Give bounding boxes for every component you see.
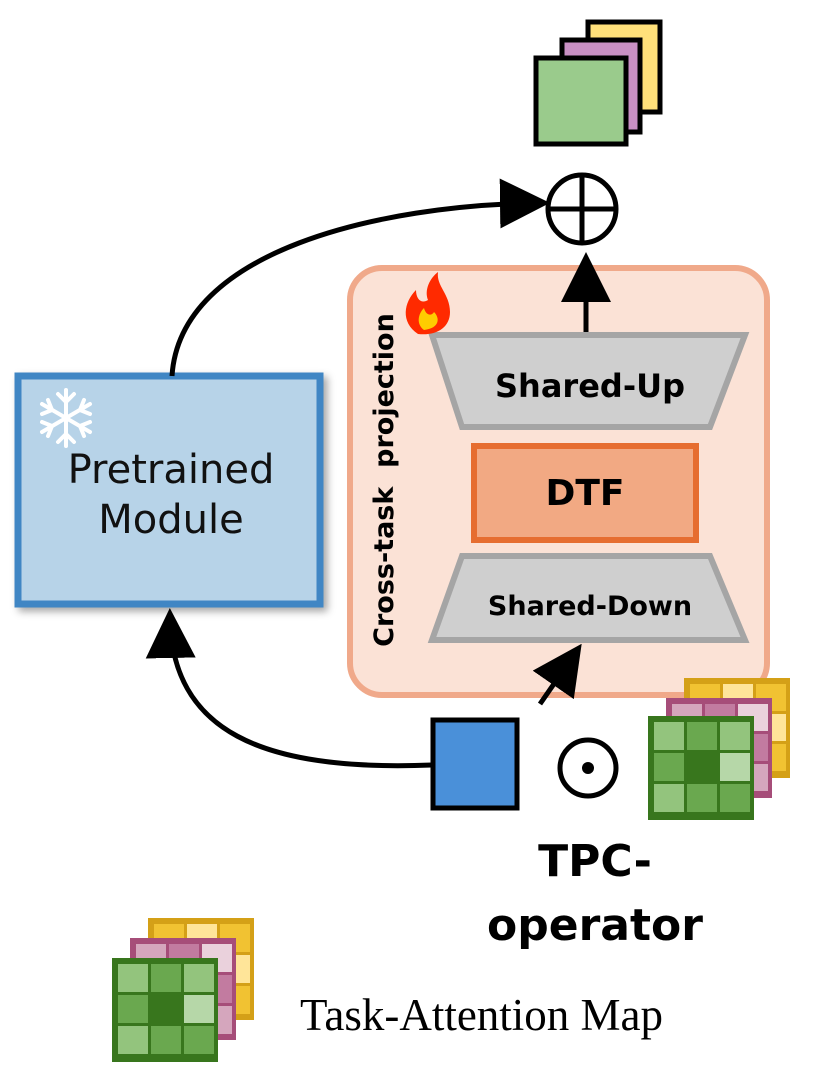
input-feature-square	[430, 717, 520, 811]
arrow-tpc-to-shared-down	[532, 643, 582, 706]
arrow-pretrained-to-sum	[169, 178, 550, 377]
output-feature-stack	[533, 19, 663, 147]
dtf-label: DTF	[545, 472, 625, 514]
arrow-input-to-pretrained	[145, 608, 433, 769]
oplus-icon	[545, 172, 619, 246]
odot-icon	[557, 737, 619, 799]
task-attention-map-stack	[648, 678, 790, 820]
tpc-operator-label: TPC- operator	[487, 836, 703, 951]
shared-up-block	[427, 332, 750, 430]
pretrained-module-label: Pretrained Module	[67, 447, 275, 543]
dtf-block	[471, 443, 699, 543]
legend-attention-map-icon	[112, 918, 254, 1062]
pretrained-module-box	[14, 372, 324, 608]
legend-task-attention-map-label: Task-Attention Map	[300, 990, 664, 1040]
shared-down-label: Shared-Down	[487, 590, 693, 622]
output-map-green	[533, 55, 629, 147]
shared-up-label: Shared-Up	[495, 367, 685, 405]
attention-map-green	[648, 716, 754, 820]
snowflake-icon	[40, 388, 92, 448]
cross-task-projection-label: Cross-task projection	[368, 313, 400, 647]
shared-down-block	[427, 553, 750, 643]
flame-icon	[405, 272, 450, 335]
